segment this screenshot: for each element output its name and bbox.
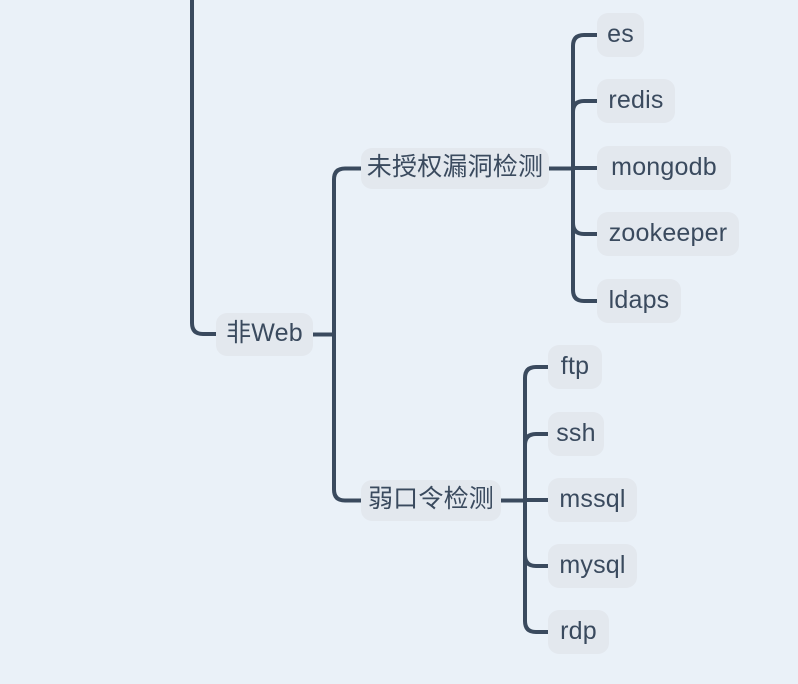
node-mssql[interactable]: mssql	[548, 478, 637, 522]
node-mysql[interactable]: mysql	[548, 544, 637, 588]
branch-connector-unauthorized-vuln-detection	[332, 166, 363, 337]
node-non-web[interactable]: 非Web	[216, 313, 313, 356]
leaf-connector-mysql	[523, 498, 550, 568]
node-label: ssh	[556, 418, 596, 447]
trunk-connector	[190, 0, 218, 336]
node-ftp[interactable]: ftp	[548, 345, 602, 389]
node-label: 弱口令检测	[367, 485, 494, 513]
node-label: mysql	[559, 550, 626, 579]
leaf-connector-rdp	[523, 498, 550, 634]
node-label: ldaps	[608, 285, 670, 314]
node-label: mssql	[559, 484, 626, 513]
node-unauthorized-vuln-detection[interactable]: 未授权漏洞检测	[361, 148, 549, 189]
node-ssh[interactable]: ssh	[548, 412, 604, 456]
leaf-connector-ftp	[523, 365, 550, 503]
leaf-connector-zookeeper	[571, 166, 599, 236]
node-label: redis	[608, 85, 664, 114]
leaf-connector-ssh	[523, 432, 550, 503]
node-label: rdp	[560, 616, 597, 645]
node-weak-password-detection[interactable]: 弱口令检测	[361, 480, 501, 521]
node-label: zookeeper	[608, 218, 728, 247]
node-label: 未授权漏洞检测	[366, 153, 544, 181]
node-label: ftp	[560, 351, 590, 380]
node-label: 非Web	[226, 319, 303, 347]
branch-connector-weak-password-detection	[332, 332, 363, 503]
leaf-connector-ldaps	[571, 166, 599, 303]
node-rdp[interactable]: rdp	[548, 610, 609, 654]
leaf-connector-redis	[571, 99, 599, 171]
leaf-connector-es	[571, 33, 599, 171]
node-label: mongodb	[611, 152, 717, 181]
node-mongodb[interactable]: mongodb	[597, 146, 731, 190]
node-es[interactable]: es	[597, 13, 644, 57]
node-ldaps[interactable]: ldaps	[597, 279, 681, 323]
node-zookeeper[interactable]: zookeeper	[597, 212, 739, 256]
node-label: es	[607, 19, 634, 48]
node-redis[interactable]: redis	[597, 79, 675, 123]
